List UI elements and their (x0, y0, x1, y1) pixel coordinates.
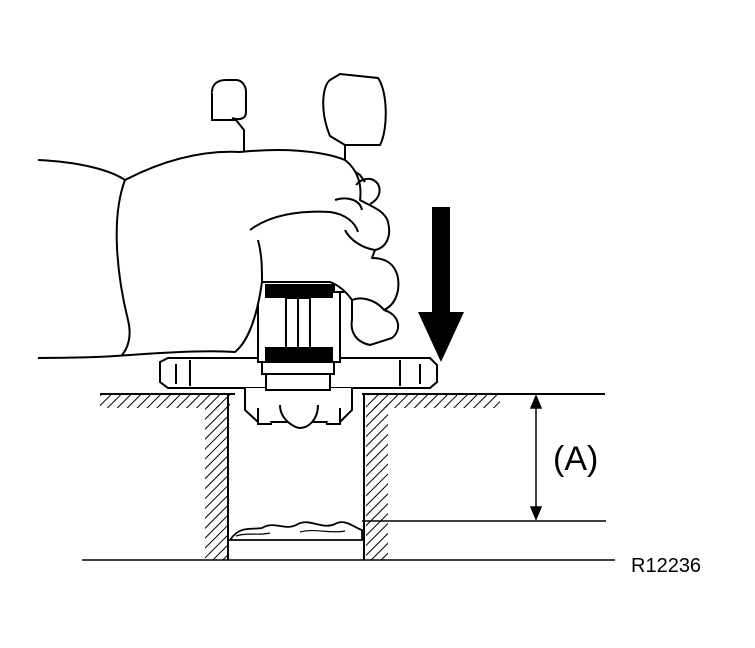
push-down-arrow-icon (418, 207, 464, 362)
figure-code: R12236 (631, 555, 701, 577)
coolant-level (228, 521, 363, 541)
dimension-a-indicator (362, 394, 606, 522)
hand (37, 149, 400, 359)
dimension-label: (A) (553, 440, 598, 478)
thermostat-body (244, 359, 353, 430)
bore-wall-right (363, 394, 388, 560)
housing-cover (211, 72, 387, 183)
housing-surface-left (100, 393, 235, 408)
bore-wall-left (205, 394, 229, 560)
housing-surface-right (362, 393, 605, 408)
